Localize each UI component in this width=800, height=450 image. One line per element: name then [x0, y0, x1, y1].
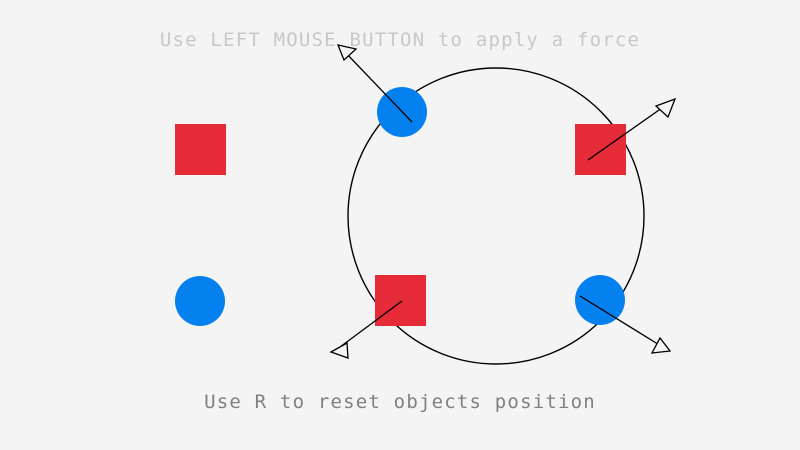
force-line: [579, 295, 662, 347]
force-vector-circle-bottom-right: [579, 295, 672, 354]
body-square-top-right[interactable]: [575, 124, 626, 175]
body-circle-bottom-right[interactable]: [575, 275, 625, 325]
hint-text-reset-objects: Use R to reset objects position: [204, 391, 596, 413]
force-line: [342, 49, 413, 123]
body-circle-bottom-left[interactable]: [175, 276, 225, 326]
arrowhead-icon: [650, 336, 672, 354]
force-vector-circle-top-center: [336, 44, 413, 123]
arrowhead-icon: [654, 97, 677, 119]
force-line: [339, 300, 403, 348]
arrowhead-icon: [329, 341, 349, 359]
body-square-top-left[interactable]: [175, 124, 226, 175]
hint-text-apply-force: Use LEFT MOUSE BUTTON to apply a force: [159, 29, 641, 51]
arrowhead-icon: [336, 44, 358, 62]
force-vector-square-top-right: [587, 97, 677, 161]
boundary-circle: [347, 67, 645, 365]
body-square-bottom-center[interactable]: [375, 275, 426, 326]
force-line: [587, 102, 670, 161]
force-vector-square-bottom-center: [329, 300, 403, 359]
